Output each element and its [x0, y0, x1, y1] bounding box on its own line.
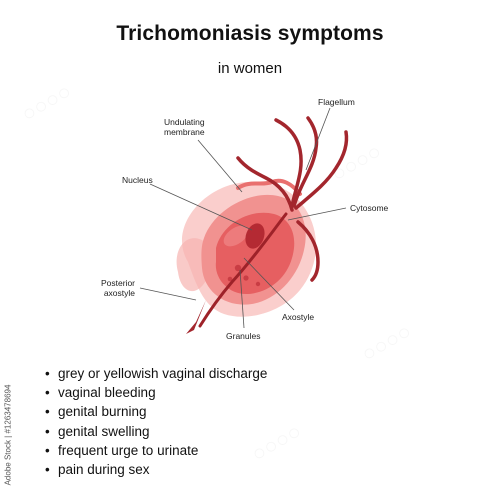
list-item: vaginal bleeding: [42, 383, 267, 402]
list-item: genital swelling: [42, 422, 267, 441]
leader-cytosome: [287, 207, 347, 221]
nucleus: [245, 223, 265, 249]
leader-nucleus: [149, 183, 253, 231]
page-subtitle: in women: [217, 60, 283, 77]
granule: [234, 264, 242, 272]
label-axostyle: Axostyle: [282, 312, 315, 322]
flagella: [236, 116, 349, 282]
label-posterior-axostyle: Posterior axostyle: [101, 278, 136, 298]
granule: [243, 275, 249, 281]
flagellum-1: [274, 118, 303, 208]
label-undulating-membrane: Undulating membrane: [164, 117, 205, 137]
leader-undulating-membrane: [197, 139, 243, 193]
list-item: pain during sex: [42, 460, 267, 479]
axostyle: [198, 212, 288, 328]
leader-posterior-axostyle: [139, 287, 197, 301]
highlight: [223, 225, 249, 247]
flagellum-5: [296, 220, 320, 282]
list-item: grey or yellowish vaginal discharge: [42, 364, 267, 383]
leader-lines: [139, 107, 347, 329]
label-nucleus: Nucleus: [122, 175, 153, 185]
granule: [255, 281, 261, 287]
page-title: Trichomoniasis symptoms: [116, 22, 384, 45]
stock-id-text: Adobe Stock | #1263478694: [3, 384, 13, 486]
label-granules: Granules: [226, 331, 261, 341]
list-item: genital burning: [42, 402, 267, 421]
symptoms-list: grey or yellowish vaginal discharge vagi…: [42, 364, 267, 479]
leader-axostyle: [243, 257, 295, 311]
leader-flagellum: [305, 107, 331, 171]
stock-id: Adobe Stock | #1263478694: [2, 380, 14, 490]
granule: [227, 276, 233, 282]
list-item: frequent urge to urinate: [42, 441, 267, 460]
leader-granules: [239, 269, 245, 329]
posterior-axostyle: [186, 300, 206, 334]
flagellum-2: [292, 116, 319, 208]
flagellum-4: [236, 156, 294, 212]
label-cytosome: Cytosome: [350, 203, 389, 213]
flagellum-3: [294, 130, 349, 210]
label-flagellum: Flagellum: [318, 97, 355, 107]
